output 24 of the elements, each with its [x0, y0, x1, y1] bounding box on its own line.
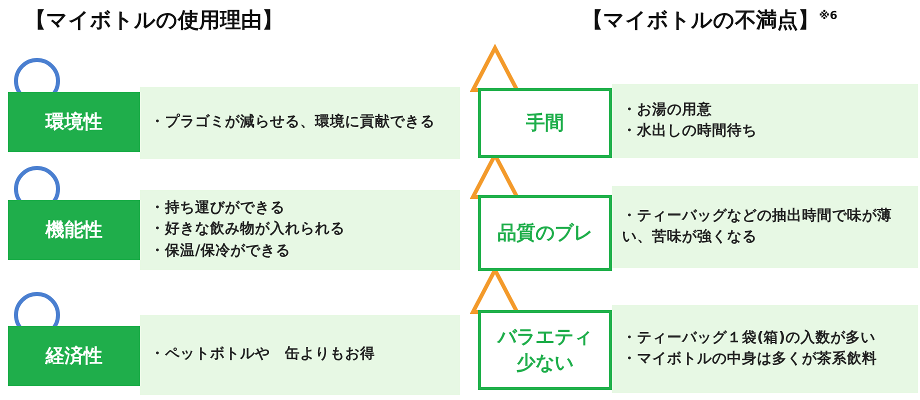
bullet-text: ・水出しの時間待ち — [622, 122, 758, 141]
bullet-text: ・プラゴミが減らせる、環境に貢献できる — [150, 112, 436, 132]
category-box: 手間 — [478, 88, 612, 158]
category-box: 経済性 — [8, 326, 140, 386]
description-panel — [140, 87, 460, 159]
bullet-text: ・マイボトルの中身は多くが茶系飲料 — [622, 350, 878, 369]
description-panel — [612, 305, 918, 393]
category-box: バラエティ少ない — [478, 310, 612, 390]
description-panel — [612, 186, 918, 268]
bullet-text: ・ティーバッグなどの抽出時間で味が薄い、苦味が強くなる — [622, 206, 893, 247]
bullet-text: ・持ち運びができる — [150, 198, 286, 218]
description-panel — [140, 190, 460, 270]
description-panel — [612, 84, 918, 158]
category-box: 品質のブレ — [478, 195, 612, 271]
section-heading: 【マイボトルの不満点】$^{※6}$ — [582, 7, 838, 34]
bullet-text: ・保温/保冷ができる — [150, 242, 292, 260]
bullet-text: ・お湯の用意 — [622, 100, 713, 120]
bullet-text: ・ティーバッグ１袋(箱)の入数が多い — [622, 328, 876, 348]
category-box: 機能性 — [8, 200, 140, 260]
bullet-text: ・好きな飲み物が入れられる — [150, 220, 346, 240]
bullet-text: ・ペットボトルや 缶よりもお得 — [150, 345, 376, 364]
section-heading: 【マイボトルの使用理由】 — [25, 7, 283, 34]
description-panel — [140, 315, 460, 395]
category-box: 環境性 — [8, 92, 140, 152]
